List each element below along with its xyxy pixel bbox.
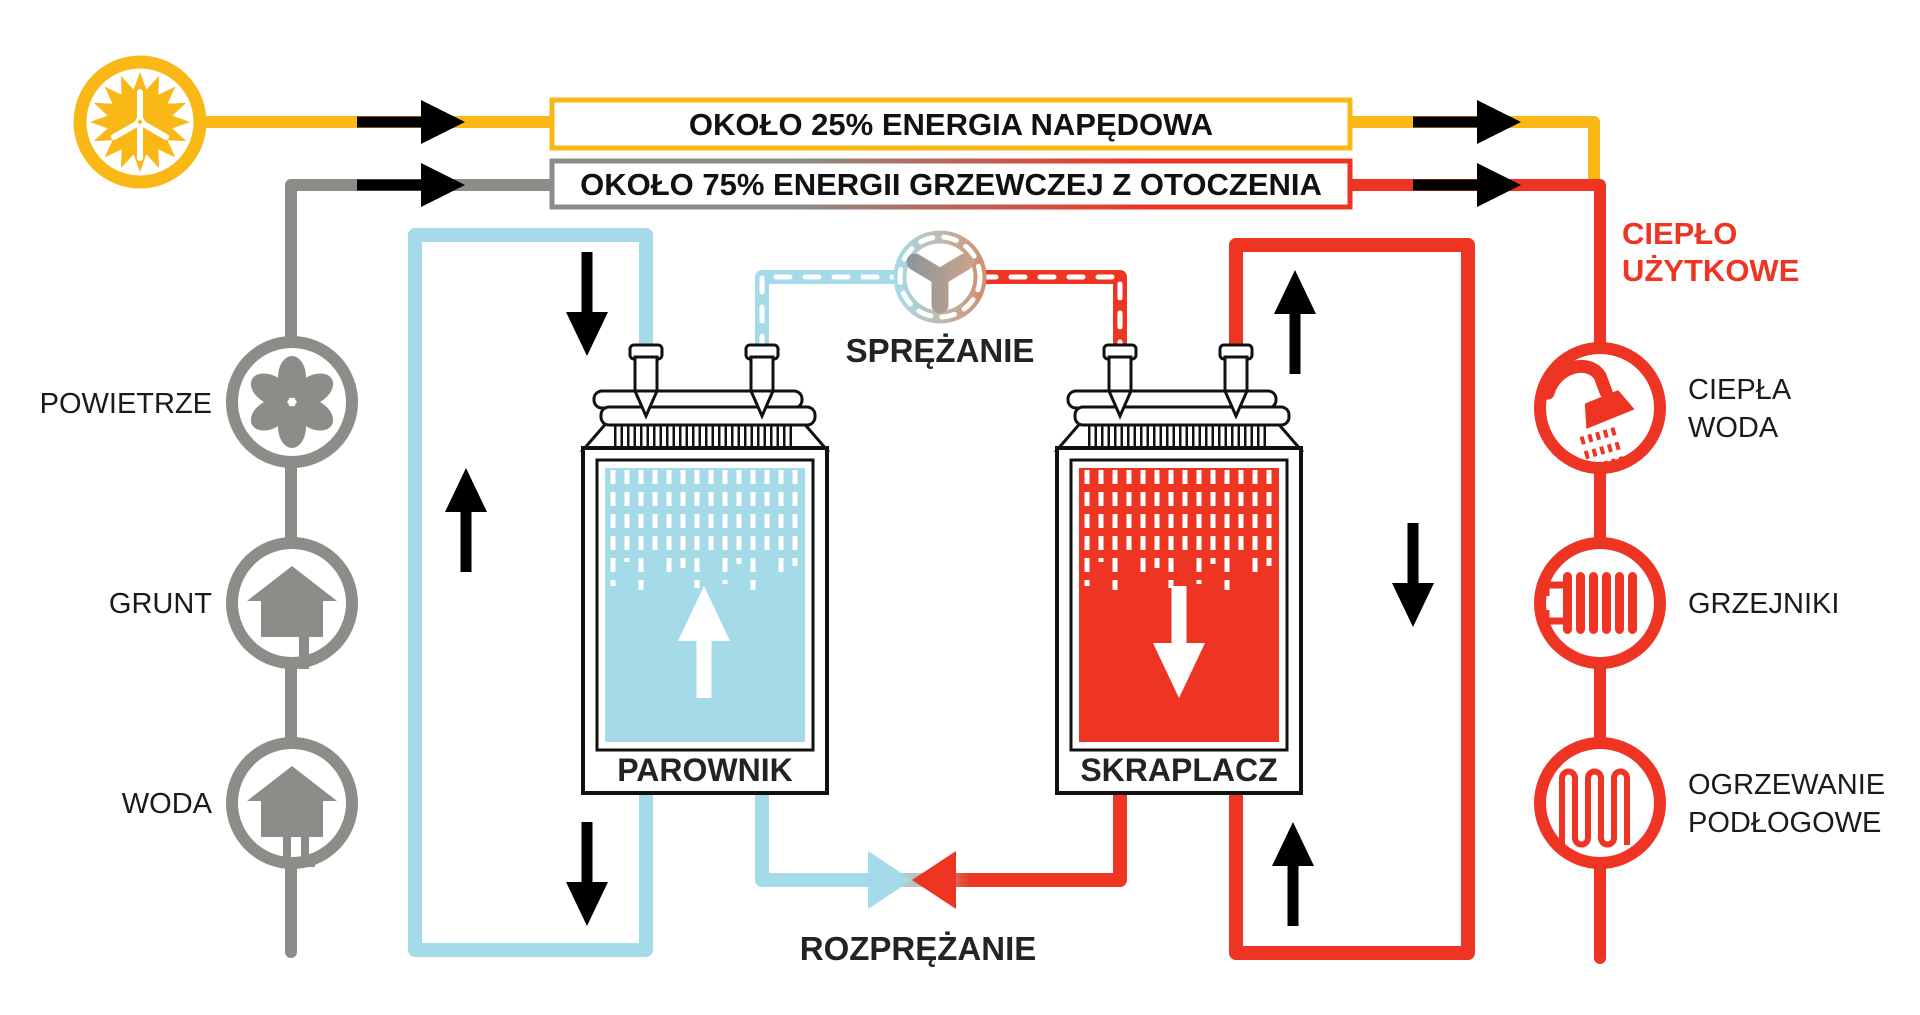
drive-energy-banner: OKOŁO 25% ENERGIA NAPĘDOWA bbox=[549, 97, 1353, 151]
source-label-air: POWIETRZE bbox=[40, 388, 212, 420]
compression-label: SPRĘŻANIE bbox=[846, 332, 1035, 369]
source-label-water: WODA bbox=[122, 788, 213, 820]
use-label-radiators: GRZEJNIKI bbox=[1688, 588, 1839, 620]
compressor-icon bbox=[893, 230, 987, 324]
flow-arrows bbox=[357, 100, 1521, 926]
source-loop-pipe bbox=[408, 228, 653, 957]
house-water-well-icon bbox=[247, 766, 337, 867]
heat-source-water bbox=[226, 737, 358, 869]
sun-wind-turbine-icon bbox=[73, 55, 207, 189]
radiator-icon bbox=[1542, 572, 1637, 634]
down-arrow-icon bbox=[566, 252, 608, 356]
right-arrow-icon bbox=[357, 163, 465, 207]
down-arrow-icon bbox=[1392, 523, 1434, 627]
use-label-floor-line2: PODŁOGOWE bbox=[1688, 807, 1881, 839]
use-floor-heating bbox=[1534, 737, 1666, 869]
shower-icon bbox=[1541, 359, 1635, 478]
up-arrow-icon bbox=[445, 468, 487, 572]
expansion-valve-icon bbox=[868, 851, 956, 909]
source-label-ground: GRUNT bbox=[109, 588, 212, 620]
useful-heat-heading-line1: CIEPŁO bbox=[1622, 216, 1737, 251]
up-arrow-icon bbox=[1274, 270, 1316, 374]
condenser-label: SKRAPLACZ bbox=[1080, 752, 1277, 788]
ambient-energy-label: OKOŁO 75% ENERGII GRZEWCZEJ Z OTOCZENIA bbox=[580, 167, 1322, 202]
heat-source-air bbox=[226, 336, 358, 468]
down-arrow-icon bbox=[566, 822, 608, 926]
condenser-tank: SKRAPLACZ bbox=[1053, 343, 1305, 795]
heat-source-ground bbox=[226, 537, 358, 669]
right-arrow-icon bbox=[1413, 163, 1521, 207]
rotor-icon bbox=[906, 253, 974, 314]
use-label-floor-line1: OGRZEWANIE bbox=[1688, 769, 1885, 801]
house-ground-probe-icon bbox=[247, 566, 337, 669]
useful-heat-heading-line2: UŻYTKOWE bbox=[1622, 253, 1799, 288]
use-radiators bbox=[1534, 537, 1666, 669]
drive-energy-label: OKOŁO 25% ENERGIA NAPĘDOWA bbox=[689, 107, 1213, 142]
evaporator-tank: PAROWNIK bbox=[579, 343, 831, 795]
ambient-energy-banner: OKOŁO 75% ENERGII GRZEWCZEJ Z OTOCZENIA bbox=[549, 158, 1353, 210]
evaporator-label: PAROWNIK bbox=[617, 752, 792, 788]
discharge-pipe bbox=[979, 270, 1127, 353]
right-arrow-icon bbox=[1413, 100, 1521, 144]
right-arrow-icon bbox=[357, 100, 465, 144]
use-label-hot-water-line2: WODA bbox=[1688, 412, 1779, 444]
floor-heating-coil-icon bbox=[1559, 768, 1630, 848]
use-hot-water bbox=[1534, 342, 1666, 478]
up-arrow-icon bbox=[1272, 822, 1314, 926]
use-label-hot-water-line1: CIEPŁA bbox=[1688, 374, 1792, 406]
fan-icon bbox=[250, 356, 334, 448]
suction-pipe bbox=[755, 270, 901, 353]
heating-loop-pipe bbox=[1229, 238, 1475, 960]
expansion-label: ROZPRĘŻANIE bbox=[800, 930, 1037, 967]
